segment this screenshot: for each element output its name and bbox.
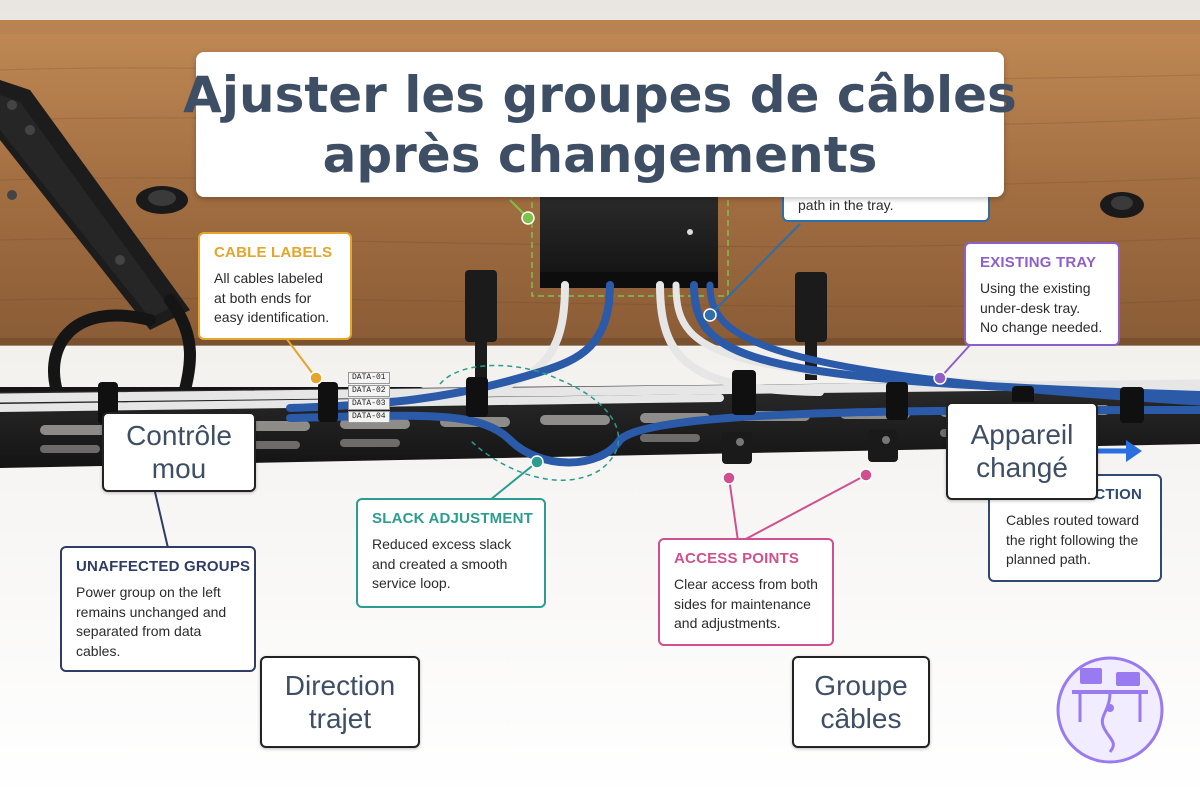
cable-tag: DATA-03 [348,398,390,410]
page-title-line-2: après changements [322,125,878,184]
callout-line: sides for maintenance [674,595,811,612]
callout-line: easy identification. [214,309,330,325]
label-direction-trajet: Direction trajet [260,656,420,748]
callout-line: separated from data [76,623,202,639]
desk-edge [0,20,1200,34]
callout-line: under-desk tray. [980,299,1081,316]
callout-line: and created a smooth [372,555,508,572]
callout-line: No change needed. [980,319,1103,335]
callout-title: UNAFFECTED GROUPS [76,558,251,575]
callout-title: CTION [1094,486,1142,503]
label-line: Appareil [970,419,1074,450]
tray-clamps [722,430,898,464]
callout-access-points: ACCESS POINTS Clear access from both sid… [658,538,834,646]
label-line: changé [976,452,1068,483]
label-line: Groupe [814,670,908,701]
desk-cable-management-logo-icon [1056,656,1164,764]
desk-grommets [136,186,1144,218]
desk-shadow-edge [0,338,1200,346]
callout-title: SLACK ADJUSTMENT [372,510,533,527]
label-controle-mou: Contrôle mou [102,412,256,492]
callout-line: at both ends for [214,289,312,306]
callout-leader-dots [309,211,947,485]
callout-line: cables. [76,642,121,659]
callout-line: Power group on the left [76,584,221,600]
cable-tag: DATA-01 [348,372,390,384]
power-strip [0,80,190,330]
callout-line: path in the tray. [798,197,894,213]
callout-line: remains unchanged and [76,603,227,620]
callout-title: CABLE LABELS [214,244,333,261]
label-line: mou [151,453,207,484]
page-title-line-1: Ajuster les groupes de câbles [183,65,1017,124]
callout-leader-lines [154,199,971,549]
label-line: Contrôle [126,420,232,451]
callout-title: ACCESS POINTS [674,550,800,567]
callout-line: Using the existing [980,280,1091,296]
service-loop-outline [439,364,620,481]
callout-slack-adjustment: SLACK ADJUSTMENT Reduced excess slack an… [356,498,546,608]
label-appareil-change: Appareil changé [946,402,1098,500]
callout-line: All cables labeled [214,270,323,286]
callout-title: EXISTING TRAY [980,254,1097,271]
callout-line: and adjustments. [674,615,781,631]
callout-line: service loop. [372,575,451,591]
callout-line: the right following the [1006,531,1139,548]
callout-existing-tray: EXISTING TRAY Using the existing under-d… [964,242,1120,346]
callout-line: Cables routed toward [1006,512,1140,528]
label-groupe-cables: Groupe câbles [792,656,930,748]
callout-line: Reduced excess slack [372,536,512,552]
callout-cable-labels: CABLE LABELS All cables labeled at both … [198,232,352,340]
callout-unaffected-groups: UNAFFECTED GROUPS Power group on the lef… [60,546,256,672]
label-line: câbles [820,703,902,734]
cable-tag: DATA-04 [348,411,390,423]
label-line: trajet [308,703,372,734]
callout-line: Clear access from both [674,576,818,592]
right-arrow-icon [1094,440,1142,462]
title-banner: Ajuster les groupes de câbles après chan… [183,52,1017,197]
label-line: Direction [284,670,396,701]
callout-line: planned path. [1006,551,1091,567]
changed-device [531,190,729,297]
cable-tag: DATA-02 [348,385,390,397]
